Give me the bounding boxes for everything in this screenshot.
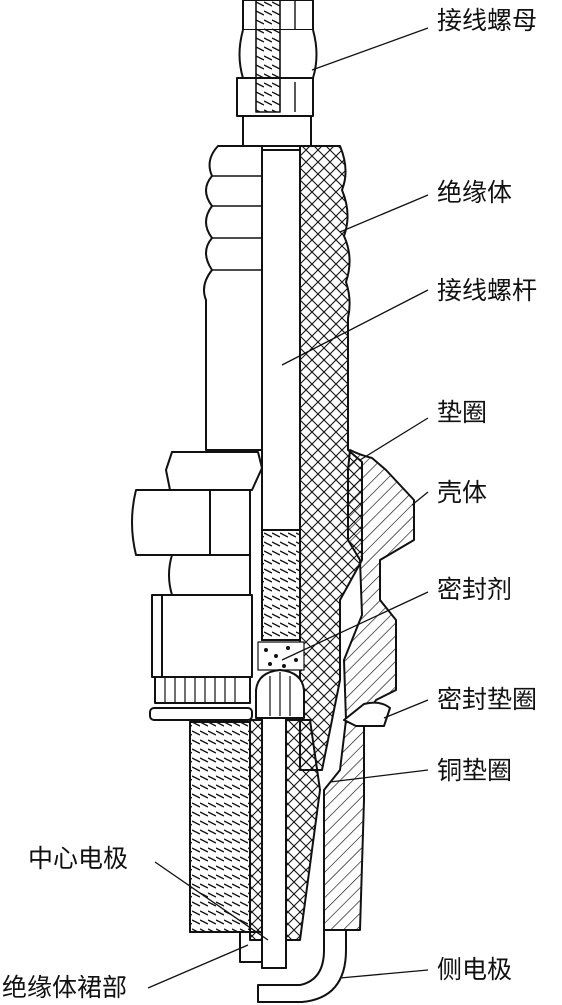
leader-sealant [281, 591, 429, 661]
sealant-part [257, 641, 305, 671]
insulator-skirt-part [249, 717, 321, 969]
leader-sealing-washer [383, 699, 429, 719]
label-sealing-washer: 密封垫圈 [437, 685, 538, 714]
leader-center-electrode [154, 861, 269, 941]
label-insulator: 绝缘体 [437, 178, 513, 207]
leader-side-electrode [339, 969, 429, 979]
leader-shell [411, 491, 429, 506]
leader-terminal-nut [311, 27, 429, 71]
leader-gasket [359, 417, 429, 461]
label-copper-washer: 铜垫圈 [437, 756, 513, 785]
terminal-nut-part [236, 0, 318, 147]
shell-hex-part [131, 451, 263, 721]
shell-thread-part [189, 721, 263, 963]
label-side-electrode: 侧电极 [437, 955, 513, 984]
label-terminal-nut: 接线螺母 [437, 6, 538, 35]
leader-insulator-skirt [147, 944, 249, 989]
leader-terminal-stud [281, 289, 429, 366]
label-sealant: 密封剂 [437, 575, 513, 604]
label-terminal-stud: 接线螺杆 [437, 276, 538, 305]
side-electrode-part [257, 929, 347, 1003]
label-gasket-ring: 垫圈 [437, 398, 488, 427]
leader-copper-washer [329, 769, 429, 783]
terminal-stud-part [261, 149, 301, 641]
leader-insulator [339, 194, 429, 233]
label-insulator-skirt: 绝缘体裙部 [2, 973, 128, 1002]
label-center-electrode: 中心电极 [28, 844, 129, 873]
label-shell: 壳体 [437, 478, 488, 507]
